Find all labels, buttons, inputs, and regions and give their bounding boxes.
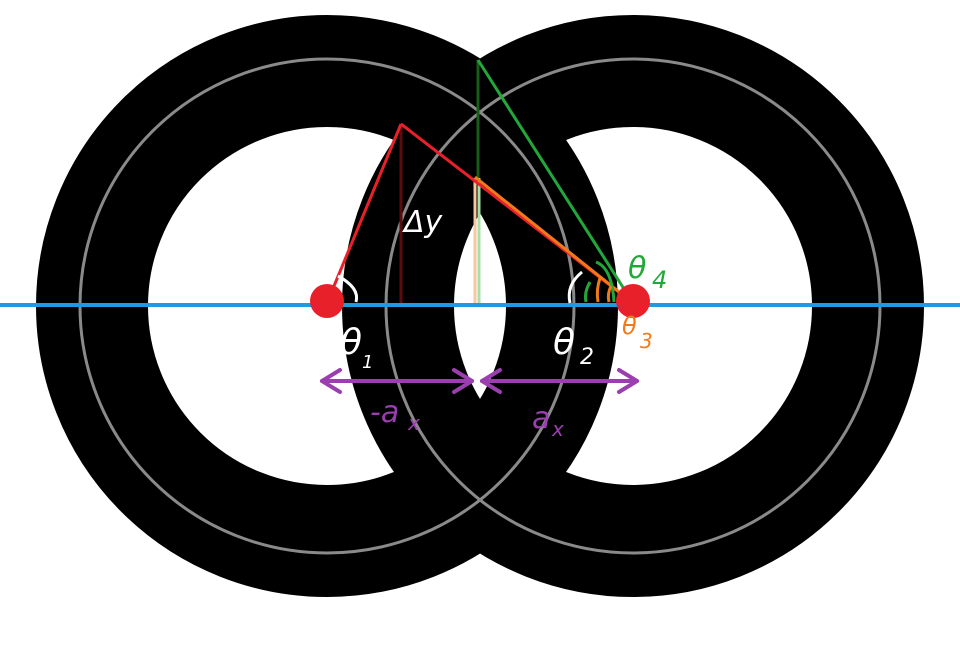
left-focus-point [310, 284, 344, 318]
green-line [476, 59, 635, 304]
theta1-subscript: 1 [362, 352, 373, 373]
theta1-arc [337, 274, 359, 303]
theta3-arc [595, 277, 602, 303]
neg-ax-subscript: x [407, 411, 420, 435]
theta2-arc [567, 270, 583, 304]
theta4-label: θ [628, 251, 646, 286]
ax-arrow [480, 368, 639, 394]
theta4-subscript: 4 [652, 266, 667, 294]
neg-ax-label: -a [370, 395, 399, 430]
right-focus-point [616, 284, 650, 318]
theta2-label: θ [553, 322, 575, 363]
theta2-subscript: 2 [580, 345, 594, 370]
theta-arc-green-small [584, 281, 592, 303]
neg-ax-arrow [320, 368, 474, 394]
red-line-left [325, 123, 403, 304]
theta1-label: θ [340, 322, 362, 363]
theta3-subscript: 3 [640, 329, 653, 353]
orange-line [474, 175, 634, 305]
ax-subscript: x [551, 417, 564, 441]
ax-label: a [532, 401, 550, 436]
theta-arc-orange-small [606, 285, 613, 303]
theta3-label: θ [622, 312, 637, 340]
theta4-arc [595, 260, 616, 303]
delta-y-label: Δy [402, 205, 444, 240]
